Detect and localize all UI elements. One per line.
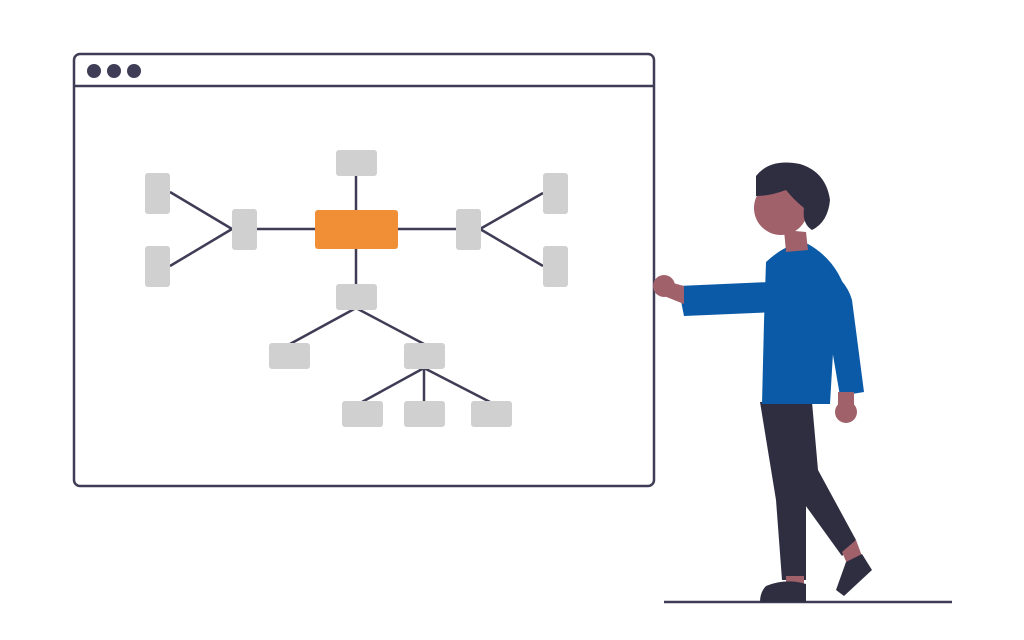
node-left-mid <box>232 209 257 250</box>
person-illustration <box>653 162 872 602</box>
connector-right-top <box>479 191 544 231</box>
node-left-bottom <box>145 246 170 287</box>
connector-left-bottom <box>169 227 233 268</box>
browser-frame <box>72 52 656 488</box>
person-front-leg <box>760 402 806 580</box>
connector-left-top <box>169 190 233 231</box>
connector-leaf-left <box>361 366 425 404</box>
person-lowered-wrist <box>838 392 854 408</box>
node-right-top <box>543 173 568 214</box>
browser-window <box>72 52 656 488</box>
node-leaf-right <box>471 401 512 427</box>
person-front-shoe <box>760 581 806 602</box>
person-neck <box>784 230 808 252</box>
diagram-nodes <box>145 150 568 427</box>
person-reaching-arm <box>678 282 776 316</box>
connector-right-bottom <box>479 227 544 268</box>
diagram-connectors <box>169 176 544 404</box>
node-top <box>336 150 377 176</box>
node-lower-left <box>269 343 310 369</box>
window-dot-1 <box>87 64 101 78</box>
connector-lower-right <box>355 306 425 346</box>
window-dot-3 <box>127 64 141 78</box>
node-right-mid <box>456 209 481 250</box>
node-right-bottom <box>543 246 568 287</box>
person-hair <box>756 162 830 230</box>
node-left-top <box>145 173 170 214</box>
connector-lower-left <box>289 306 357 346</box>
person-reaching-wrist <box>662 280 684 304</box>
node-center <box>315 210 398 249</box>
window-dot-2 <box>107 64 121 78</box>
person-front-ankle <box>786 576 804 586</box>
connector-leaf-right <box>423 366 491 404</box>
node-lower-right <box>404 343 445 369</box>
node-leaf-middle <box>404 401 445 427</box>
node-lower-mid <box>336 284 377 310</box>
person-back-shoe <box>836 554 872 596</box>
three-dots-icon <box>87 64 141 78</box>
person-lowered-arm <box>818 262 864 396</box>
node-leaf-left <box>342 401 383 427</box>
